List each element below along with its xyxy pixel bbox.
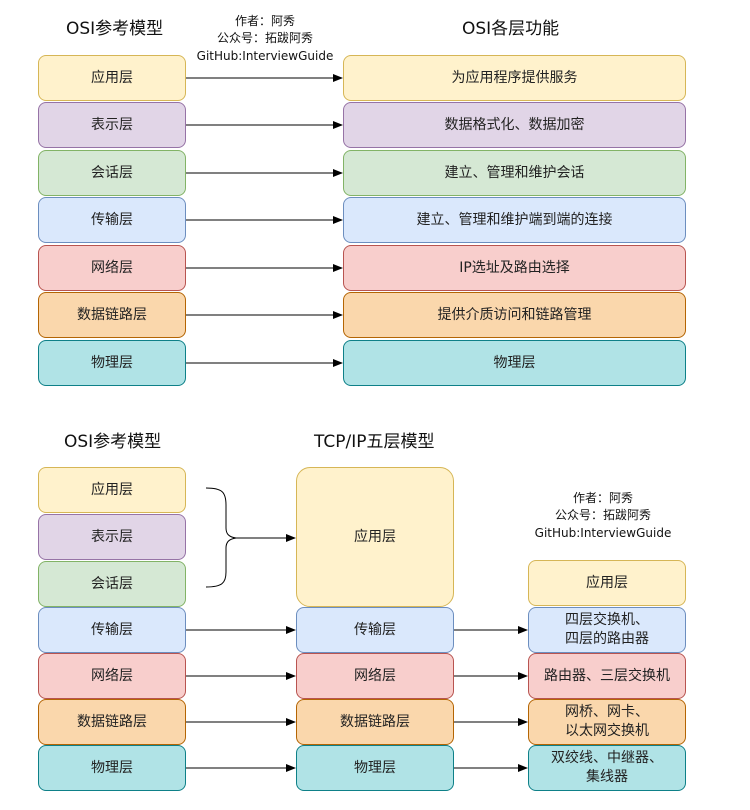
device-transport: 四层交换机、 四层的路由器 bbox=[528, 607, 686, 653]
osi-layer-transport: 传输层 bbox=[38, 607, 186, 653]
osi-layer-physical: 物理层 bbox=[38, 745, 186, 791]
device-physical: 双绞线、中继器、 集线器 bbox=[528, 745, 686, 791]
osi-layer-session: 会话层 bbox=[38, 561, 186, 607]
device-text: 以太网交换机 bbox=[565, 723, 649, 739]
function-datalink: 提供介质访问和链路管理 bbox=[343, 292, 686, 338]
credit-github: GitHub:InterviewGuide bbox=[196, 48, 334, 63]
osi-layer-physical: 物理层 bbox=[38, 340, 186, 386]
tcpip-layer-physical: 物理层 bbox=[296, 745, 454, 791]
osi-layer-presentation: 表示层 bbox=[38, 102, 186, 148]
osi-layer-session: 会话层 bbox=[38, 150, 186, 196]
tcpip-layer-network: 网络层 bbox=[296, 653, 454, 699]
credit-author: 作者：阿秀 bbox=[234, 14, 295, 28]
tcpip-layer-transport: 传输层 bbox=[296, 607, 454, 653]
credit-wechat: 公众号：拓跋阿秀 bbox=[554, 508, 651, 523]
function-transport: 建立、管理和维护端到端的连接 bbox=[343, 197, 686, 243]
device-text: 网桥、网卡、 bbox=[565, 704, 649, 721]
device-text: 集线器 bbox=[586, 769, 628, 785]
function-presentation: 数据格式化、数据加密 bbox=[343, 102, 686, 148]
tcpip-layer-application: 应用层 bbox=[296, 467, 454, 607]
device-text: 四层的路由器 bbox=[565, 631, 649, 647]
top-left-title: OSI参考模型 bbox=[66, 19, 164, 39]
top-right-title: OSI各层功能 bbox=[462, 19, 560, 39]
osi-layer-application: 应用层 bbox=[38, 55, 186, 101]
osi-layer-application: 应用层 bbox=[38, 467, 186, 513]
function-session: 建立、管理和维护会话 bbox=[343, 150, 686, 196]
device-text: 应用层 bbox=[586, 574, 628, 591]
credit-github: GitHub:InterviewGuide bbox=[534, 525, 672, 540]
device-text: 双绞线、中继器、 bbox=[551, 750, 663, 767]
top-credit: 作者：阿秀 公众号：拓跋阿秀 GitHub:InterviewGuide bbox=[190, 13, 340, 65]
device-datalink: 网桥、网卡、 以太网交换机 bbox=[528, 699, 686, 745]
device-network: 路由器、三层交换机 bbox=[528, 653, 686, 699]
osi-layer-network: 网络层 bbox=[38, 653, 186, 699]
device-text: 四层交换机、 bbox=[565, 612, 649, 629]
bottom-credit: 作者：阿秀 公众号：拓跋阿秀 GitHub:InterviewGuide bbox=[528, 490, 678, 542]
credit-author: 作者：阿秀 bbox=[572, 491, 633, 505]
bottom-left-title: OSI参考模型 bbox=[64, 432, 162, 452]
osi-layer-presentation: 表示层 bbox=[38, 514, 186, 560]
function-application: 为应用程序提供服务 bbox=[343, 55, 686, 101]
function-network: IP选址及路由选择 bbox=[343, 245, 686, 291]
osi-layer-datalink: 数据链路层 bbox=[38, 699, 186, 745]
osi-layer-datalink: 数据链路层 bbox=[38, 292, 186, 338]
credit-wechat: 公众号：拓跋阿秀 bbox=[216, 31, 313, 46]
device-text: 路由器、三层交换机 bbox=[544, 667, 670, 684]
bottom-middle-title: TCP/IP五层模型 bbox=[314, 432, 435, 452]
function-physical: 物理层 bbox=[343, 340, 686, 386]
brace bbox=[205, 487, 237, 588]
osi-layer-network: 网络层 bbox=[38, 245, 186, 291]
osi-layer-transport: 传输层 bbox=[38, 197, 186, 243]
device-application: 应用层 bbox=[528, 560, 686, 606]
tcpip-layer-datalink: 数据链路层 bbox=[296, 699, 454, 745]
